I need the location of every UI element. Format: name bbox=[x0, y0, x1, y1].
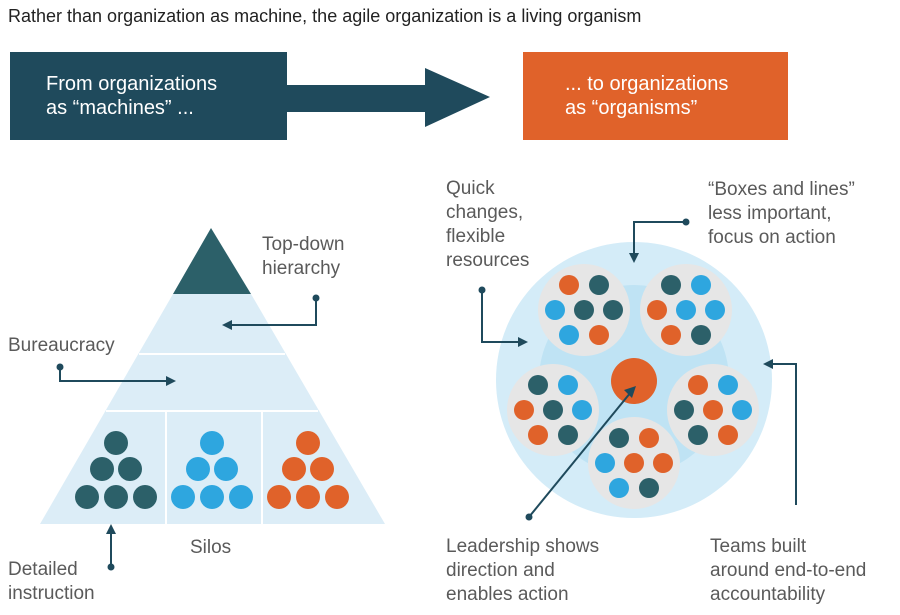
silo-member bbox=[214, 457, 238, 481]
team-member bbox=[559, 325, 579, 345]
team-member bbox=[609, 478, 629, 498]
team-member bbox=[661, 325, 681, 345]
silo-member bbox=[296, 431, 320, 455]
pyramid bbox=[40, 228, 385, 524]
silo-member bbox=[310, 457, 334, 481]
silo-member bbox=[200, 431, 224, 455]
team-member bbox=[639, 478, 659, 498]
label-detailed-instruction: Detailed instruction bbox=[8, 559, 95, 604]
team-member bbox=[703, 400, 723, 420]
silo-member bbox=[171, 485, 195, 509]
team-member bbox=[718, 425, 738, 445]
label-leadership: Leadership shows direction and enables a… bbox=[446, 536, 600, 605]
leadership-core bbox=[611, 358, 657, 404]
label-silos: Silos bbox=[190, 537, 232, 558]
pyramid-top bbox=[173, 228, 251, 294]
team-member bbox=[647, 300, 667, 320]
silo-member bbox=[90, 457, 114, 481]
page-title: Rather than organization as machine, the… bbox=[8, 6, 642, 26]
silo-member bbox=[325, 485, 349, 509]
label-top-down-hierarchy: Top-down hierarchy bbox=[262, 234, 345, 279]
team-member bbox=[572, 400, 592, 420]
team-member bbox=[691, 275, 711, 295]
silo-member bbox=[75, 485, 99, 509]
from-machines-box: From organizations as “machines” ... bbox=[10, 52, 287, 140]
label-quick-changes: Quick changes, flexible resources bbox=[446, 178, 530, 271]
team-member bbox=[624, 453, 644, 473]
silo-member bbox=[229, 485, 253, 509]
team-member bbox=[558, 375, 578, 395]
silo-member bbox=[133, 485, 157, 509]
silo-member bbox=[200, 485, 224, 509]
silo-member bbox=[296, 485, 320, 509]
label-boxes-and-lines: “Boxes and lines” less important, focus … bbox=[708, 179, 855, 248]
team-member bbox=[558, 425, 578, 445]
team-member bbox=[543, 400, 563, 420]
team-member bbox=[589, 275, 609, 295]
team-member bbox=[691, 325, 711, 345]
team-member bbox=[688, 375, 708, 395]
label-bureaucracy: Bureaucracy bbox=[8, 335, 115, 356]
callout-lines bbox=[59, 221, 797, 567]
team-member bbox=[676, 300, 696, 320]
silo-member bbox=[282, 457, 306, 481]
silo-member bbox=[118, 457, 142, 481]
team-member bbox=[705, 300, 725, 320]
team-member bbox=[559, 275, 579, 295]
organism bbox=[496, 242, 772, 518]
silo-member bbox=[186, 457, 210, 481]
team-member bbox=[653, 453, 673, 473]
team-member bbox=[609, 428, 629, 448]
label-teams: Teams built around end-to-end accountabi… bbox=[710, 536, 867, 605]
team-member bbox=[603, 300, 623, 320]
team-member bbox=[639, 428, 659, 448]
team-member bbox=[545, 300, 565, 320]
team-member bbox=[574, 300, 594, 320]
team-member bbox=[732, 400, 752, 420]
team-member bbox=[674, 400, 694, 420]
team-member bbox=[528, 375, 548, 395]
team-member bbox=[661, 275, 681, 295]
team-member bbox=[589, 325, 609, 345]
team-member bbox=[688, 425, 708, 445]
team-member bbox=[528, 425, 548, 445]
team-member bbox=[718, 375, 738, 395]
silo-member bbox=[267, 485, 291, 509]
team-member bbox=[595, 453, 615, 473]
transition-arrow bbox=[287, 68, 490, 127]
to-organisms-box: ... to organizations as “organisms” bbox=[523, 52, 788, 140]
silo-member bbox=[104, 431, 128, 455]
callout-markers bbox=[56, 218, 773, 571]
team-member bbox=[514, 400, 534, 420]
silo-member bbox=[104, 485, 128, 509]
